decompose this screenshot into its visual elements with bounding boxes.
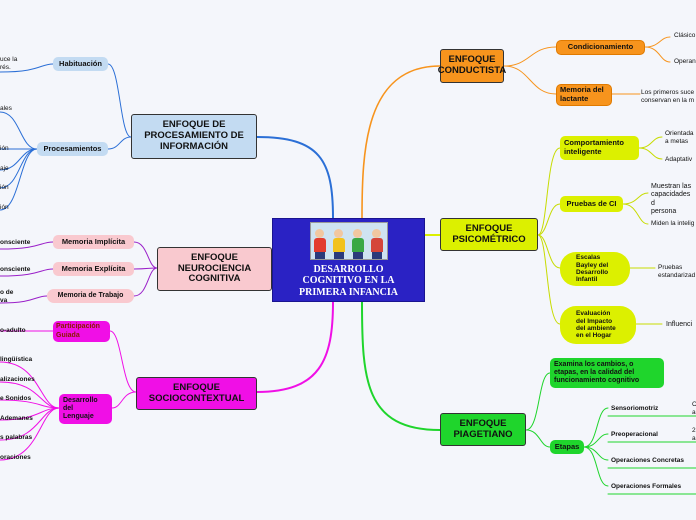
leaf-clasico[interactable]: Clásico <box>674 32 696 39</box>
leaf-sensoriomotriz-detail[interactable]: C a <box>692 401 696 416</box>
leaf-procesamiento-1[interactable]: ales <box>0 105 12 112</box>
node-habituacion[interactable]: Habituación <box>53 57 108 71</box>
leaf-lenguaje-5[interactable]: s palabras <box>0 434 33 441</box>
leaf-procesamiento-5[interactable]: ión <box>0 204 9 211</box>
leaf-lenguaje-1[interactable]: lingüística <box>0 356 33 363</box>
node-condicionamiento[interactable]: Condicionamiento <box>556 40 645 55</box>
leaf-procesamiento-2[interactable]: ión <box>0 145 9 152</box>
leaf-adaptativa[interactable]: Adaptativ <box>665 156 693 163</box>
leaf-pruebas-estandarizadas[interactable]: Pruebas estandarizad <box>658 264 696 279</box>
leaf-preoperacional[interactable]: Preoperacional <box>611 431 658 438</box>
node-enfoque-neurociencia[interactable]: ENFOQUE NEUROCIENCIA COGNITIVA <box>157 247 272 291</box>
leaf-explicita-detail[interactable]: onsciente <box>0 266 31 273</box>
leaf-habituacion-detail[interactable]: uce la rés. <box>0 56 18 71</box>
node-examina-cambios[interactable]: Examina los cambios, o etapas, en la cal… <box>550 358 664 388</box>
node-enfoque-procesamiento[interactable]: ENFOQUE DE PROCESAMIENTO DE INFORMACIÓN <box>131 114 257 159</box>
leaf-lenguaje-2[interactable]: alizaciones <box>0 376 35 383</box>
central-topic[interactable]: DESARROLLO COGNITIVO EN LA PRIMERA INFAN… <box>272 218 425 302</box>
node-memoria-trabajo[interactable]: Memoria de Trabajo <box>47 289 134 303</box>
children-illustration <box>309 221 388 260</box>
node-evaluacion-impacto[interactable]: Evaluación del Impacto del ambiente en e… <box>560 306 636 344</box>
leaf-operaciones-formales[interactable]: Operaciones Formales <box>611 483 682 490</box>
leaf-sensoriomotriz[interactable]: Sensoriomotriz <box>611 405 659 412</box>
leaf-participacion-detail[interactable]: o-adulto <box>0 327 26 334</box>
child-figure <box>351 228 365 259</box>
leaf-influencia[interactable]: Influenci <box>666 321 693 328</box>
node-memoria-explicita[interactable]: Memoria Explícita <box>53 262 134 276</box>
node-enfoque-piagetiano[interactable]: ENFOQUE PIAGETIANO <box>440 413 526 446</box>
central-topic-title: DESARROLLO COGNITIVO EN LA PRIMERA INFAN… <box>299 263 398 298</box>
leaf-operante[interactable]: Operan <box>674 58 696 65</box>
node-memoria-implicita[interactable]: Memoria Implícita <box>53 235 134 249</box>
node-etapas[interactable]: Etapas <box>550 440 584 454</box>
leaf-orientada-metas[interactable]: Orientada a metas <box>665 130 694 145</box>
leaf-implicita-detail[interactable]: onsciente <box>0 239 31 246</box>
node-procesamientos[interactable]: Procesamientos <box>37 142 108 156</box>
leaf-trabajo-detail[interactable]: o de va <box>0 289 14 304</box>
leaf-operaciones-concretas[interactable]: Operaciones Concretas <box>611 457 684 464</box>
child-figure <box>370 228 384 259</box>
leaf-lenguaje-6[interactable]: oraciones <box>0 454 31 461</box>
leaf-memoria-detail[interactable]: Los primeros suce conservan en la m <box>641 89 695 104</box>
leaf-preoperacional-detail[interactable]: 2 a <box>692 427 696 442</box>
leaf-procesamiento-3[interactable]: aje <box>0 165 9 172</box>
node-enfoque-psicometrico[interactable]: ENFOQUE PSICOMÉTRICO <box>440 218 538 251</box>
node-desarrollo-lenguaje[interactable]: Desarrollo del Lenguaje <box>59 394 112 424</box>
node-escalas-bayley[interactable]: Escalas Bayley del Desarrollo Infantil <box>560 252 630 286</box>
leaf-lenguaje-4[interactable]: Ademanes <box>0 415 33 422</box>
leaf-procesamiento-4[interactable]: ión <box>0 184 9 191</box>
child-figure <box>332 228 346 259</box>
node-memoria-lactante[interactable]: Memoria del lactante <box>556 84 612 106</box>
leaf-muestran-capacidades[interactable]: Muestran las capacidades d persona <box>651 183 692 216</box>
leaf-miden-inteligencia[interactable]: Miden la intelig <box>651 220 695 227</box>
child-figure <box>313 228 327 259</box>
node-participacion-guiada[interactable]: Participación Guiada <box>53 321 110 342</box>
node-enfoque-sociocontextual[interactable]: ENFOQUE SOCIOCONTEXTUAL <box>136 377 257 410</box>
node-enfoque-conductista[interactable]: ENFOQUE CONDUCTISTA <box>438 49 506 83</box>
node-comportamiento-inteligente[interactable]: Comportamiento inteligente <box>560 136 639 160</box>
leaf-lenguaje-3[interactable]: e Sonidos <box>0 395 32 402</box>
node-pruebas-ci[interactable]: Pruebas de CI <box>560 196 623 212</box>
